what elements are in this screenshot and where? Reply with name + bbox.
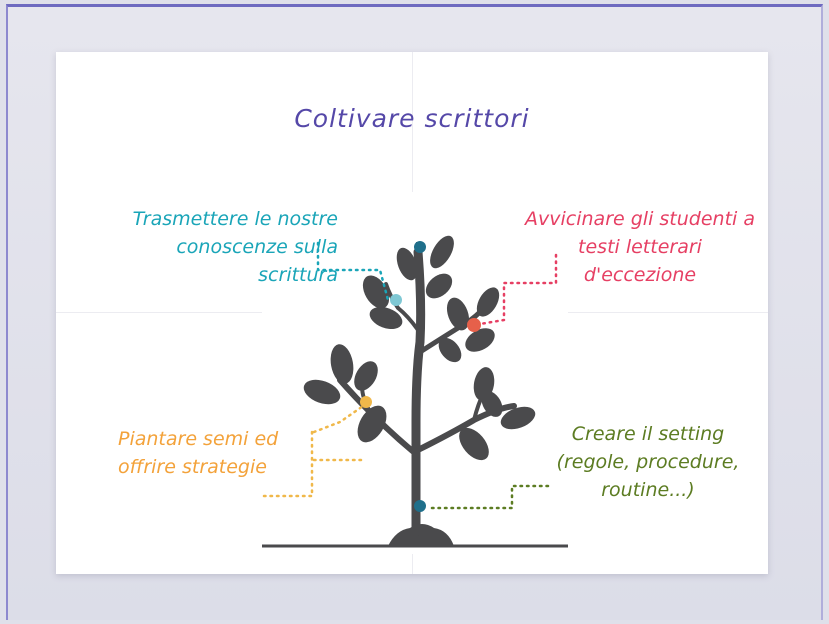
label-line: conoscenze sulla bbox=[176, 236, 338, 258]
tree-svg bbox=[262, 235, 568, 548]
tree-leaves bbox=[303, 235, 536, 461]
label-line: scrittura bbox=[258, 264, 338, 286]
label-plant-seeds: Piantare semi ed offrire strategie bbox=[118, 425, 313, 481]
label-line: offrire strategie bbox=[118, 456, 267, 478]
node-top-icon bbox=[414, 241, 426, 253]
tree-trunk bbox=[411, 247, 426, 537]
connector-orange bbox=[260, 402, 368, 498]
label-line: Trasmettere le nostre bbox=[132, 208, 338, 230]
label-line: Avvicinare gli studenti a bbox=[525, 208, 755, 230]
ground-mound bbox=[388, 524, 454, 546]
diagram-title: Coltivare scrittori bbox=[294, 104, 530, 133]
label-create-setting: Creare il setting (regole, procedure, ro… bbox=[548, 420, 748, 504]
connector-teal bbox=[316, 241, 390, 302]
connector-green bbox=[428, 484, 550, 510]
label-literary-texts: Avvicinare gli studenti a testi letterar… bbox=[510, 205, 770, 289]
branch-upper-left bbox=[384, 282, 420, 332]
label-line: (regole, procedure, bbox=[556, 451, 740, 473]
node-base-icon bbox=[414, 500, 426, 512]
label-line: routine...) bbox=[601, 479, 695, 501]
tree-illustration bbox=[262, 192, 568, 554]
label-transmit-knowledge: Trasmettere le nostre conoscenze sulla s… bbox=[88, 205, 338, 289]
label-line: testi letterari bbox=[578, 236, 702, 258]
node-orange-icon bbox=[360, 396, 372, 408]
label-line: Creare il setting bbox=[571, 423, 725, 445]
label-line: d'eccezione bbox=[583, 264, 697, 286]
node-teal-icon bbox=[390, 294, 402, 306]
node-red-icon bbox=[467, 318, 481, 332]
connector-red bbox=[478, 253, 558, 326]
label-line: Piantare semi ed bbox=[118, 428, 279, 450]
